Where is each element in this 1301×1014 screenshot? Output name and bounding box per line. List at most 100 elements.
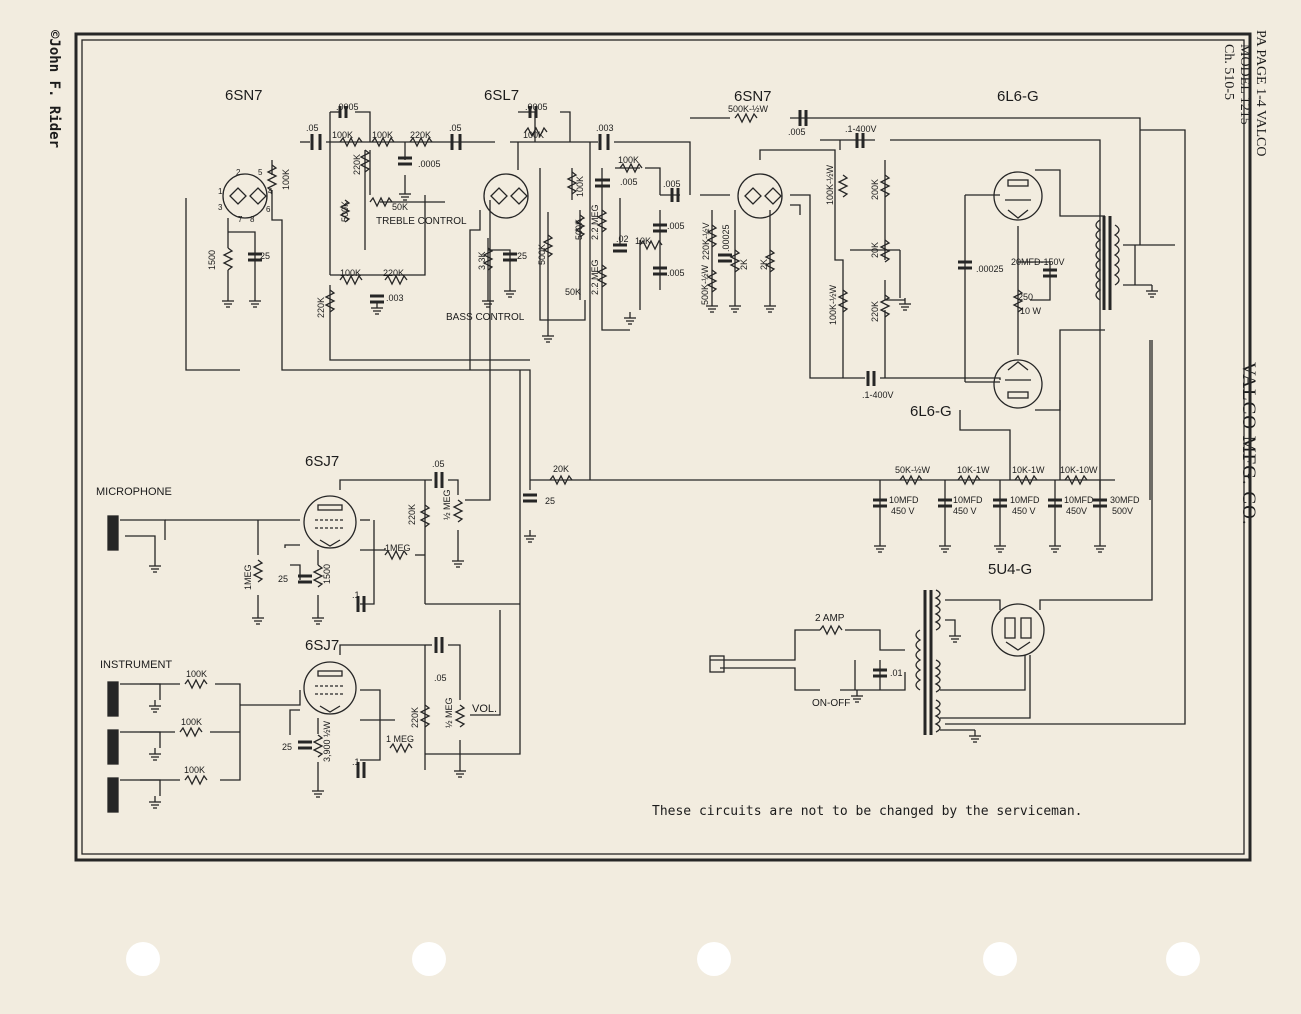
power-plug[interactable]	[709, 655, 725, 673]
component-labels: .05 .0005 100K 100K 220K .05 100K 220K .…	[181, 102, 1140, 775]
tube-label-v4: 6L6-G	[997, 88, 1039, 105]
pin-numbers: 1 2 3 4 5 6 7 8	[218, 168, 273, 224]
value-label: 50K	[565, 287, 581, 297]
jack-instrument-3[interactable]	[107, 777, 119, 813]
value-label: 450 V	[953, 506, 977, 516]
value-label: 50K	[392, 202, 408, 212]
ground-icon	[850, 689, 864, 703]
value-label: .1-400V	[862, 390, 894, 400]
value-label: 1500	[207, 250, 217, 270]
tube-envelope-v4	[993, 171, 1043, 221]
value-label: 200K	[870, 179, 880, 200]
value-label: 20K	[870, 242, 880, 258]
value-label: 1 MEG	[386, 734, 414, 744]
value-label: 500K-½W	[700, 264, 710, 305]
jack-instrument-1[interactable]	[107, 681, 119, 717]
value-label: 10MFD	[1064, 495, 1094, 505]
value-label: 10MFD	[953, 495, 983, 505]
value-label: 220K	[316, 297, 326, 318]
jack-instrument-2[interactable]	[107, 729, 119, 765]
ground-icon	[370, 301, 384, 315]
value-label: 1500	[322, 564, 332, 584]
label-bass: BASS CONTROL	[446, 312, 525, 323]
binder-hole	[697, 942, 731, 976]
value-label: 3.3K	[477, 251, 487, 270]
ground-icon	[398, 187, 412, 201]
tube-label-v1: 6SN7	[225, 87, 263, 104]
value-label: 100K	[332, 130, 353, 140]
value-label: 100K	[281, 169, 291, 190]
value-label: 50K-½W	[895, 465, 931, 475]
tube-label-v3: 6SN7	[734, 88, 772, 105]
value-label: 100K	[181, 717, 202, 727]
value-label: .1-400V	[845, 124, 877, 134]
value-label: .003	[386, 293, 404, 303]
value-label: .0005	[336, 102, 359, 112]
wiring	[120, 111, 1186, 796]
value-label: .1	[352, 757, 360, 767]
value-label: 220K-½V	[701, 222, 711, 260]
pin-number: 1	[218, 187, 223, 196]
value-label: .005	[788, 127, 806, 137]
value-label: 220K	[352, 154, 362, 175]
value-label: 450 V	[891, 506, 915, 516]
ground-icon	[148, 747, 162, 761]
value-label: 2.2 MEG	[590, 204, 600, 240]
label-fuse: 2 AMP	[815, 613, 845, 624]
value-label: 2K	[759, 259, 769, 270]
pin-number: 2	[236, 168, 241, 177]
pin-number: 5	[258, 168, 263, 177]
value-label: 3,900 ½W	[322, 720, 332, 762]
value-label: 25	[545, 496, 555, 506]
value-label: 220K	[383, 268, 404, 278]
ground-icon	[523, 529, 537, 543]
value-label: .05	[306, 123, 319, 133]
value-label: 25	[278, 574, 288, 584]
binder-hole	[126, 942, 160, 976]
value-label: ½ MEG	[444, 697, 454, 728]
ground-icon	[968, 729, 982, 743]
value-label: 20K	[553, 464, 569, 474]
ground-icon	[763, 299, 777, 313]
value-label: 25	[260, 251, 270, 261]
binder-hole	[1166, 942, 1200, 976]
ground-icon	[148, 699, 162, 713]
tube-label-rect: 5U4-G	[988, 561, 1032, 578]
tube-envelope-v5	[993, 359, 1043, 409]
value-label: 100K	[186, 669, 207, 679]
value-label: 100K	[372, 130, 393, 140]
ground-icon	[948, 629, 962, 643]
ground-icon	[251, 611, 265, 625]
jack-microphone[interactable]	[107, 515, 119, 551]
value-label: 10K-1W	[1012, 465, 1045, 475]
value-label: 220K	[870, 301, 880, 322]
value-label: 500K-½W	[728, 104, 769, 114]
value-label: 100K	[618, 155, 639, 165]
tube-envelope-v2	[483, 173, 529, 219]
ground-icon	[1093, 539, 1107, 553]
value-label: .005	[663, 179, 681, 189]
value-label: 100K-½W	[828, 284, 838, 325]
value-label: 10MFD	[889, 495, 919, 505]
tube-label-inst: 6SJ7	[305, 637, 339, 654]
binder-hole	[983, 942, 1017, 976]
pin-number: 3	[218, 203, 223, 212]
value-label: .005	[667, 268, 685, 278]
value-label: 100K	[340, 268, 361, 278]
ground-icon	[311, 784, 325, 798]
pin-number: 8	[250, 215, 255, 224]
value-label: .00025	[721, 224, 731, 252]
ground-icon	[541, 329, 555, 343]
ground-icon	[873, 539, 887, 553]
label-instrument: INSTRUMENT	[100, 659, 172, 671]
pin-number: 6	[266, 205, 271, 214]
value-label: .05	[432, 459, 445, 469]
value-label: 500V	[1112, 506, 1133, 516]
input-jacks	[107, 515, 725, 813]
page-border	[74, 32, 1252, 862]
value-label: 100K	[575, 176, 585, 197]
ground-icon	[453, 764, 467, 778]
value-label: 25	[517, 251, 527, 261]
